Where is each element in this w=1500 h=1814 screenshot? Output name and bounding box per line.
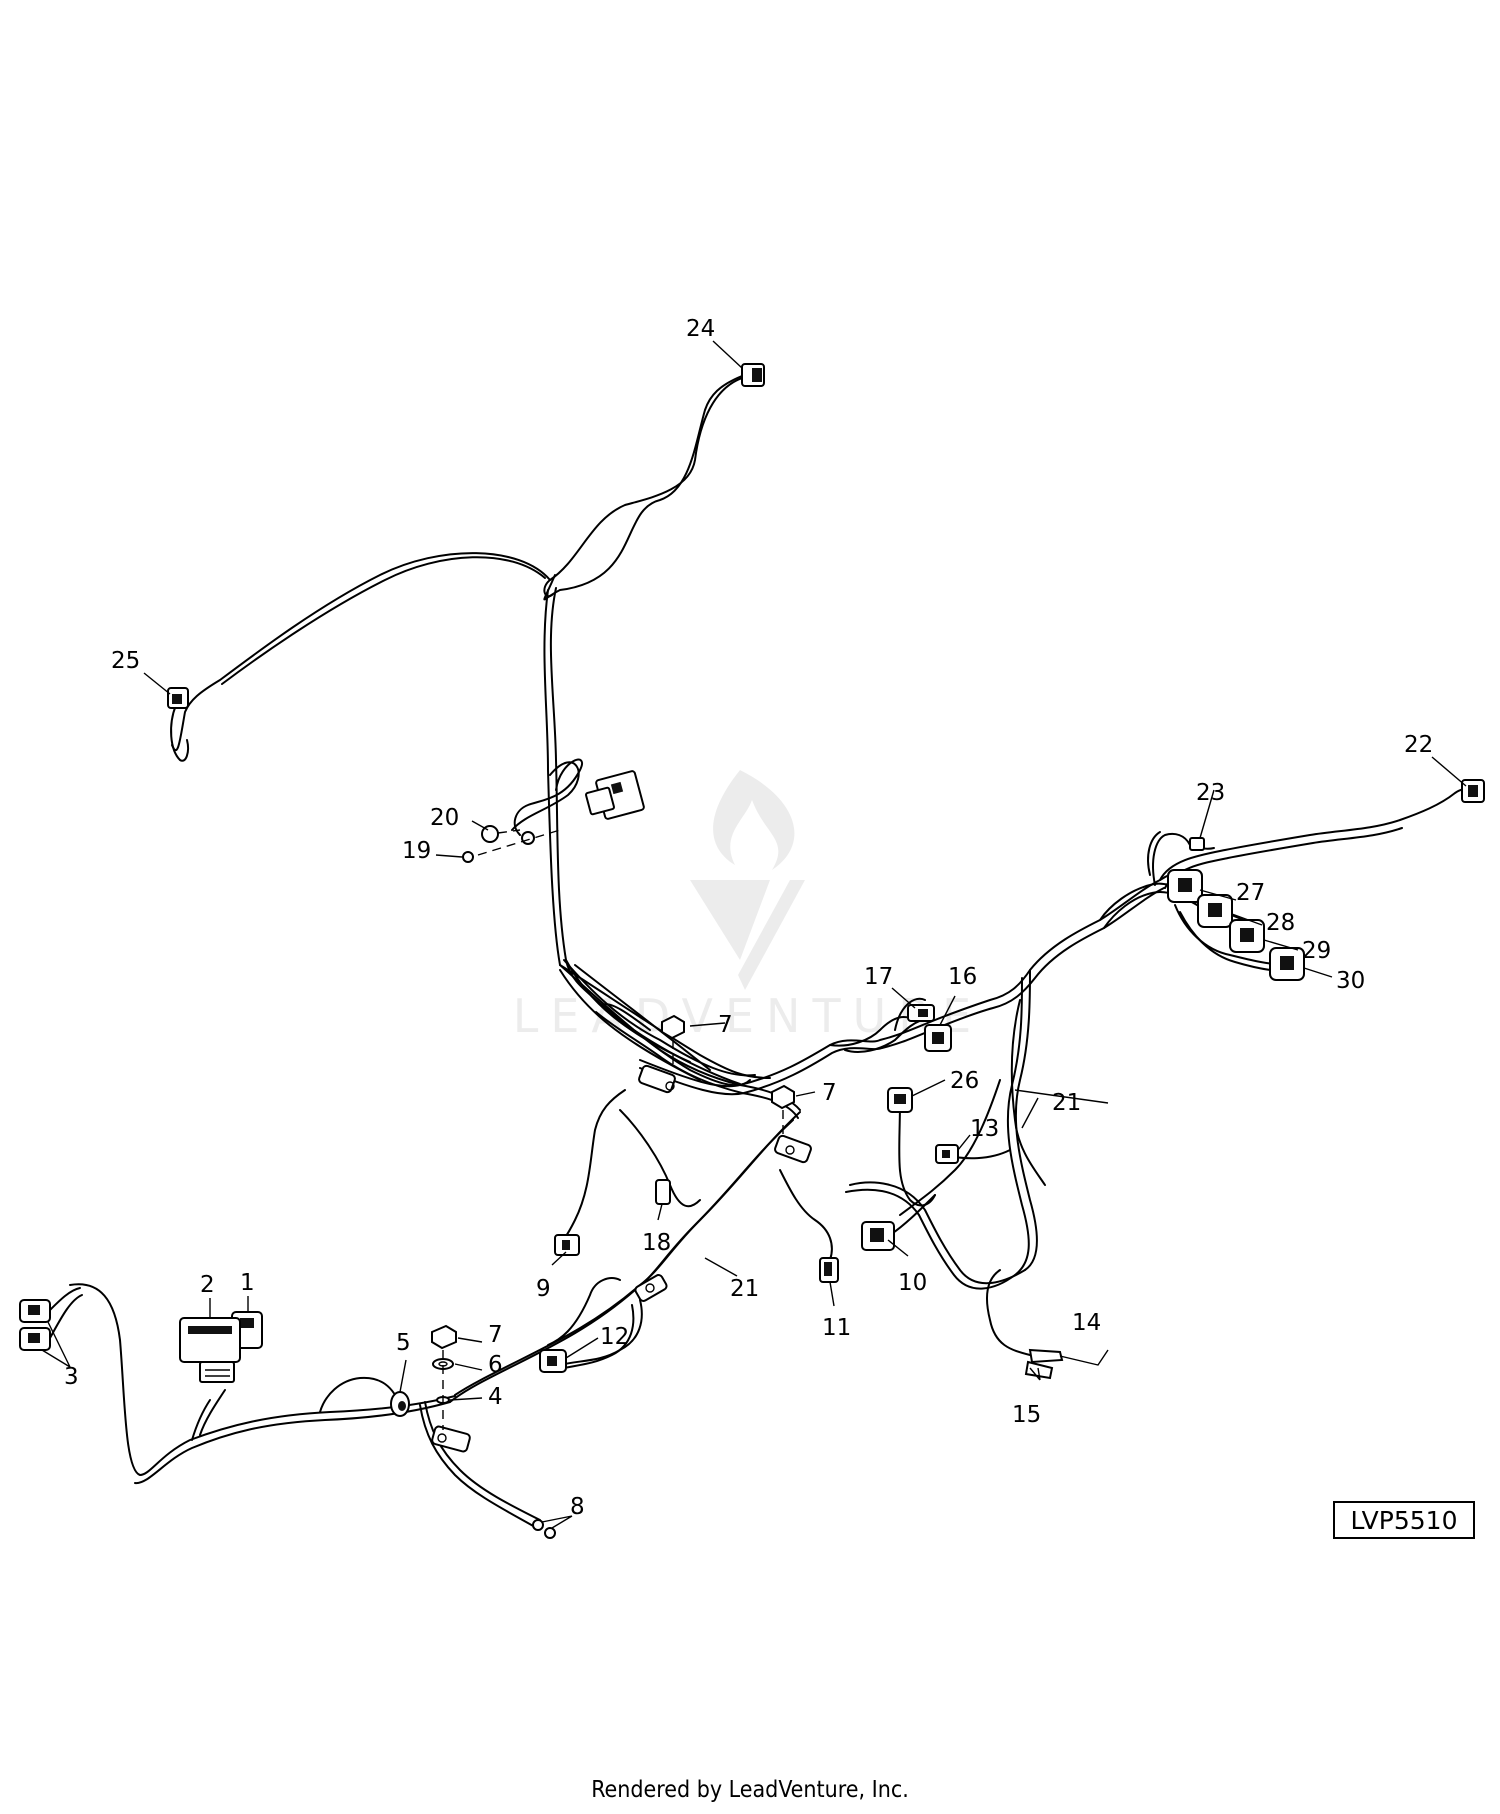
callout-18: 18 (642, 1230, 671, 1256)
leader-lines (41, 340, 1467, 1529)
callout-6: 6 (488, 1352, 503, 1378)
watermark-logo: LEADVENTURE (513, 770, 984, 1043)
callout-29: 29 (1302, 938, 1331, 964)
connectors-3 (19, 1287, 83, 1351)
harness-wires (69, 375, 1469, 1528)
connector-12 (539, 1349, 567, 1373)
callout-9: 9 (536, 1276, 551, 1302)
callout-15: 15 (1012, 1402, 1041, 1428)
callout-7-lower: 7 (488, 1322, 503, 1348)
callout-23: 23 (1196, 780, 1225, 806)
bolt-19 (462, 851, 474, 863)
terminals-8 (532, 1519, 556, 1539)
callout-16: 16 (948, 964, 977, 990)
connector-17 (907, 1004, 935, 1022)
callout-21-center: 21 (730, 1276, 759, 1302)
drawing-code-box: LVP5510 (1333, 1501, 1475, 1539)
footer-credit: Rendered by LeadVenture, Inc. (591, 1777, 909, 1803)
callout-3: 3 (64, 1364, 79, 1390)
connector-25 (167, 687, 189, 709)
callout-labels: 24 25 20 19 22 23 27 28 29 30 17 16 7 7 … (64, 316, 1433, 1520)
callout-8: 8 (570, 1494, 585, 1520)
callout-2: 2 (200, 1272, 215, 1298)
callout-13: 13 (970, 1116, 999, 1142)
connector-5 (390, 1391, 410, 1417)
watermark-text: LEADVENTURE (513, 989, 984, 1043)
connectors-27-30 (1167, 869, 1305, 981)
callout-10: 10 (898, 1270, 927, 1296)
callout-19: 19 (402, 838, 431, 864)
connector-10 (861, 1221, 895, 1251)
fastener-stack (431, 1324, 457, 1430)
drawing-code: LVP5510 (1351, 1506, 1458, 1535)
callout-7-center: 7 (822, 1080, 837, 1106)
connector-16 (924, 1024, 952, 1052)
callout-25: 25 (111, 648, 140, 674)
callout-7-upper: 7 (718, 1012, 733, 1038)
callout-27: 27 (1236, 880, 1265, 906)
relay-block-near-19-20 (521, 770, 645, 845)
connector-2 (179, 1317, 241, 1383)
callout-14: 14 (1072, 1310, 1101, 1336)
callout-5: 5 (396, 1330, 411, 1356)
terminals-14-15 (1024, 1348, 1064, 1380)
connector-26 (887, 1087, 913, 1113)
callout-1: 1 (240, 1270, 255, 1296)
connector-23 (1189, 837, 1205, 851)
nut-20 (481, 825, 499, 843)
connector-22 (1461, 779, 1485, 803)
connector-11 (819, 1257, 839, 1283)
nut-7-center (771, 1084, 795, 1140)
callout-11: 11 (822, 1315, 851, 1341)
callout-21-right: 21 (1052, 1090, 1081, 1116)
callout-12: 12 (600, 1324, 629, 1350)
callout-26: 26 (950, 1068, 979, 1094)
callout-22: 22 (1404, 732, 1433, 758)
harness-clamps (431, 1064, 812, 1453)
connector-13 (935, 1144, 959, 1164)
callout-24: 24 (686, 316, 715, 342)
nut-7-upper (661, 1014, 685, 1070)
callout-30: 30 (1336, 968, 1365, 994)
connector-9 (554, 1234, 580, 1256)
callout-20: 20 (430, 805, 459, 831)
connector-24 (741, 363, 765, 387)
callout-17: 17 (864, 964, 893, 990)
callout-4: 4 (488, 1384, 503, 1410)
connector-18 (655, 1179, 671, 1205)
callout-28: 28 (1266, 910, 1295, 936)
